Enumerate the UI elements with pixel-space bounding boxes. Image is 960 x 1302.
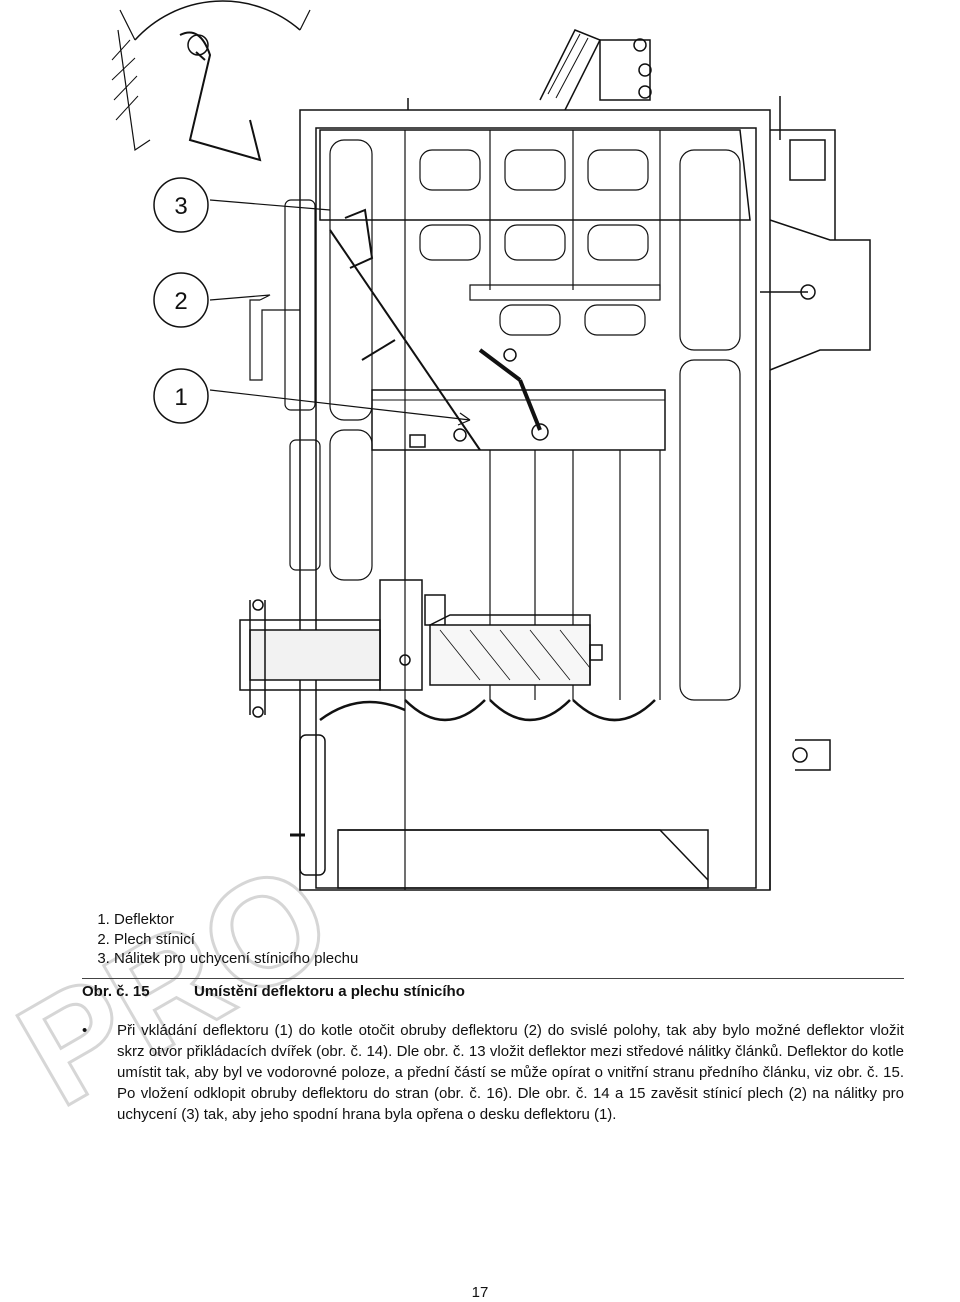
callout-label: 2: [174, 288, 187, 315]
page-number: 17: [471, 1284, 489, 1301]
legend-item: Plech stínicí: [114, 930, 358, 950]
callout-2: 2: [153, 272, 209, 328]
boiler-sections: [284, 130, 741, 890]
boiler-casing: [299, 29, 871, 891]
instruction-bullet: • Při vkládání deflektoru (1) do kotle o…: [82, 1020, 904, 1125]
caption-divider: [82, 978, 904, 979]
figure-title: Umístění deflektoru a plechu stínicího: [194, 983, 465, 1000]
deflector-assembly: [329, 208, 666, 451]
legend-item: Deflektor: [114, 910, 358, 930]
callout-3: 3: [153, 177, 209, 233]
figure-legend: Deflektor Plech stínicí Nálitek pro uchy…: [82, 910, 358, 969]
bullet-icon: •: [82, 1022, 88, 1039]
grate-assembly: [239, 579, 656, 722]
ash-pan: [290, 734, 709, 889]
legend-item: Nálitek pro uchycení stínicího plechu: [114, 949, 358, 969]
figure-number: Obr. č. 15: [82, 983, 150, 1000]
callout-1: 1: [153, 368, 209, 424]
callout-label: 1: [174, 384, 187, 411]
leader-lines: [209, 199, 471, 426]
boiler-cross-section-drawing: 3 2 1: [111, 0, 871, 891]
callout-label: 3: [174, 193, 187, 220]
figure-caption: Obr. č. 15 Umístění deflektoru a plechu s…: [82, 983, 465, 1000]
detail-view: [111, 0, 311, 162]
instruction-paragraph: Při vkládání deflektoru (1) do kotle oto…: [117, 1022, 904, 1123]
